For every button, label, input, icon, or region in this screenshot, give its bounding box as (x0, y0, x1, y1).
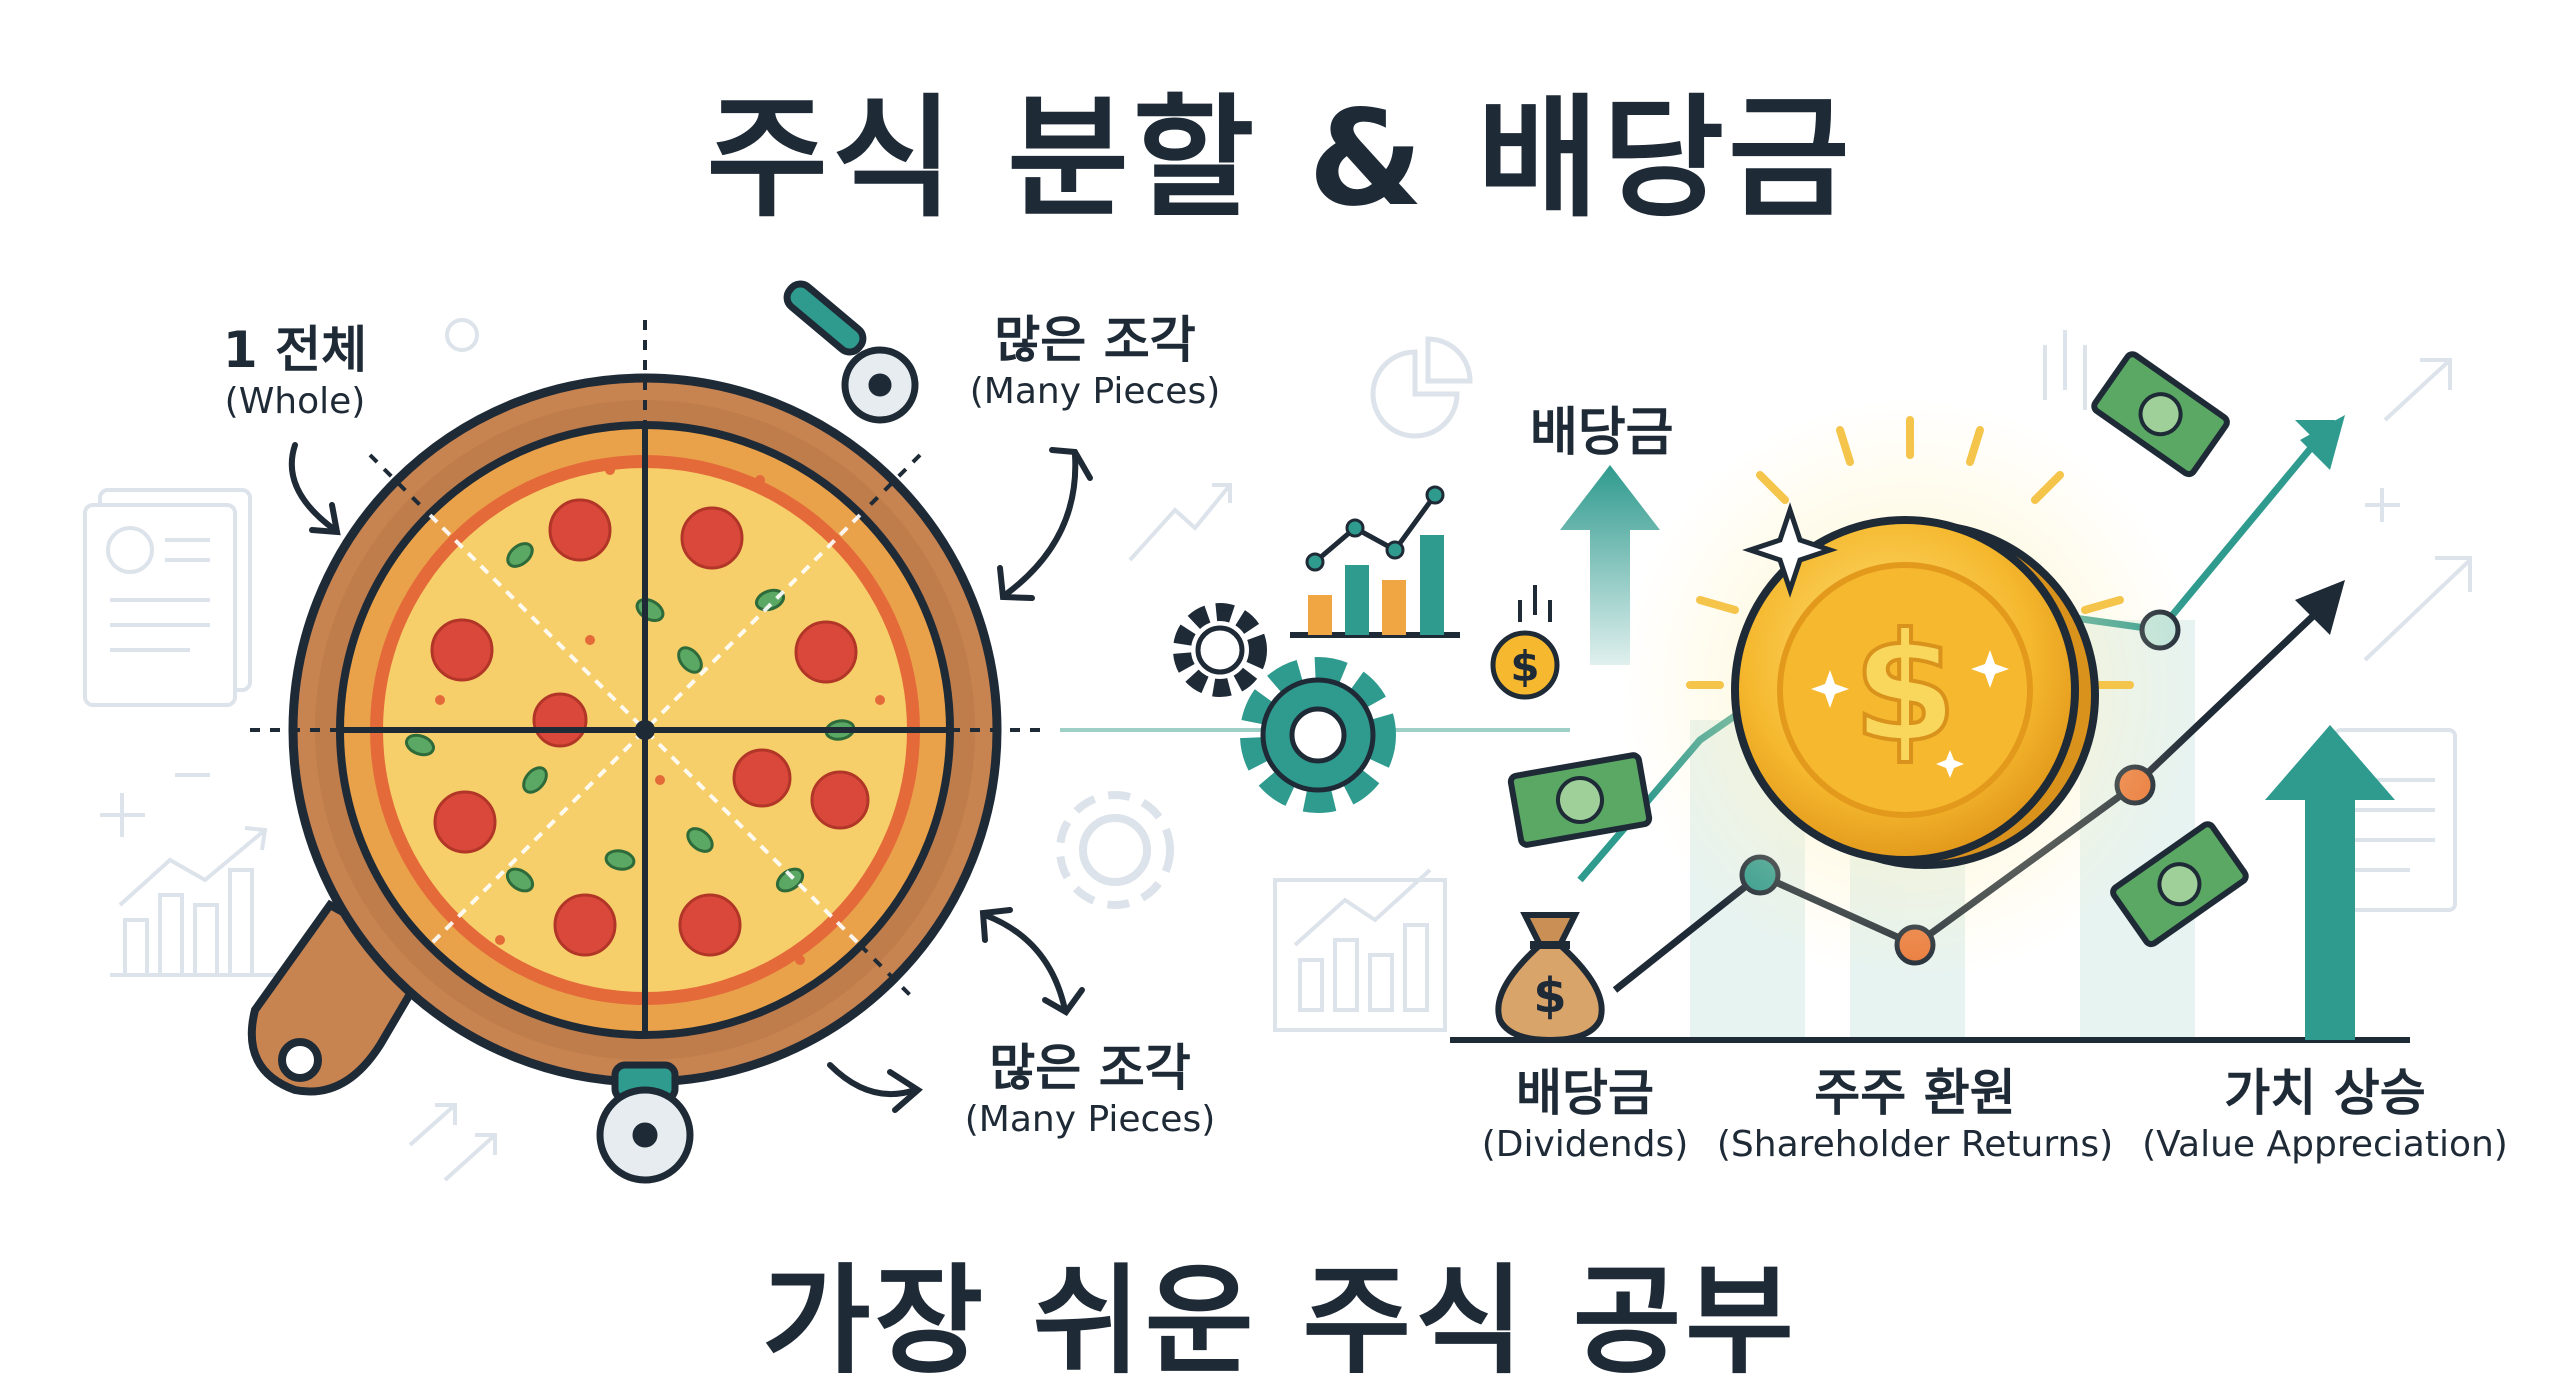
label-whole: 1 전체 (Whole) (210, 321, 380, 423)
label-pieces-top-en: (Many Pieces) (969, 370, 1221, 412)
money-bag-icon (1495, 912, 1605, 1044)
pizza-icon (336, 421, 954, 1039)
gear-icon (1240, 657, 1396, 813)
pie-chart-icon (1370, 336, 1473, 439)
document-icon (83, 488, 252, 707)
bar-chart-icon (110, 826, 280, 977)
chart-label-value-ko: 가치 상승 (2224, 1064, 2426, 1122)
dividend-arrow-label: 배당금 (1530, 403, 1674, 463)
sparkle-icon (1742, 502, 1838, 598)
arrow-up-icon (1560, 465, 1660, 665)
label-pieces-bottom-en: (Many Pieces) (964, 1098, 1216, 1140)
label-whole-ko: 1 전체 (222, 321, 368, 379)
chart-label-value-en: (Value Appreciation) (2142, 1123, 2508, 1165)
label-whole-en: (Whole) (224, 380, 366, 422)
chart-label-dividends-en: (Dividends) (1481, 1123, 1689, 1165)
pizza-cutter-icon (596, 280, 919, 1184)
coin-symbol: $ (1853, 602, 1957, 776)
bottom-title: 가장 쉬운 주식 공부 (762, 1252, 1798, 1390)
label-pieces-top: 많은 조각 (Many Pieces) (930, 311, 1260, 413)
label-pieces-bottom: 많은 조각 (Many Pieces) (925, 1039, 1255, 1141)
chart-label-shareholder-returns: 주주 환원 (Shareholder Returns) (1705, 1064, 2125, 1166)
arrow-up-icon (2265, 725, 2395, 1040)
label-pieces-bottom-ko: 많은 조각 (989, 1039, 1191, 1097)
banknote-icon (1507, 351, 2249, 948)
chart-label-value-appreciation: 가치 상승 (Value Appreciation) (2125, 1064, 2525, 1166)
gear-icon (1056, 791, 1174, 909)
bar-chart-icon (1290, 485, 1460, 638)
chart-label-returns-en: (Shareholder Returns) (1716, 1123, 2114, 1165)
chart-label-dividends: 배당금 (Dividends) (1460, 1064, 1710, 1166)
main-title: 주식 분할 & 배당금 (706, 82, 1854, 236)
small-coin-symbol: $ (1510, 642, 1539, 691)
bag-symbol: $ (1533, 968, 1566, 1024)
gear-icon (1173, 603, 1267, 697)
chart-label-returns-ko: 주주 환원 (1814, 1064, 2016, 1122)
label-pieces-top-ko: 많은 조각 (994, 311, 1196, 369)
coin-icon (1490, 585, 1560, 700)
chart-label-dividends-ko: 배당금 (1516, 1064, 1654, 1122)
